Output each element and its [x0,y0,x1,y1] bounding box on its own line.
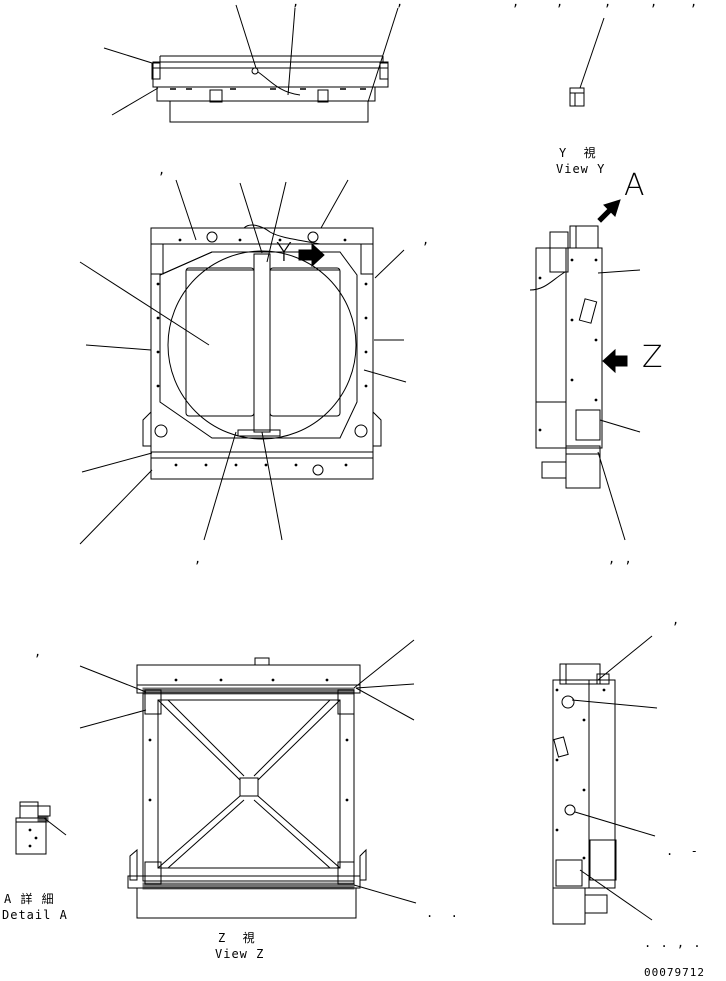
callout-comma: , [422,233,431,247]
callout-comma: . . [426,906,459,920]
callout-comma: , [34,645,43,659]
front-view [80,180,406,544]
marker-a: A [624,168,645,203]
callout-comma: , [690,0,699,9]
view-z-label-2: View Z [215,947,265,961]
side-view [530,200,640,540]
view-z [80,640,416,918]
side-view-lower [553,636,657,924]
marker-z: Z [642,340,663,375]
callout-comma: , [194,552,203,566]
detail-a-label-2: Detail A [2,908,68,922]
detail-a-label-1: A 詳 細 [4,892,55,906]
callout-comma: , , [608,552,633,566]
view-y-label-1: Y 視 [559,146,597,160]
top-view [104,5,398,122]
callout-comma: . - [666,844,699,858]
callout-comma: , [158,163,167,177]
callout-comma: , [650,0,659,9]
callout-comma: . . , . [644,936,702,950]
view-y-label-2: View Y [556,162,606,176]
callout-comma: , [292,0,301,9]
marker-y: Y [276,238,292,268]
callout-comma: , [672,613,681,627]
callout-comma: , [604,0,613,9]
view-y-cap [570,18,604,106]
view-z-label-1: Z 視 [218,931,256,945]
callout-comma: , [396,0,405,9]
callout-comma: , [556,0,565,9]
detail-a [16,802,66,854]
callout-comma: , [512,0,521,9]
drawing-number: 00079712 [644,966,705,979]
